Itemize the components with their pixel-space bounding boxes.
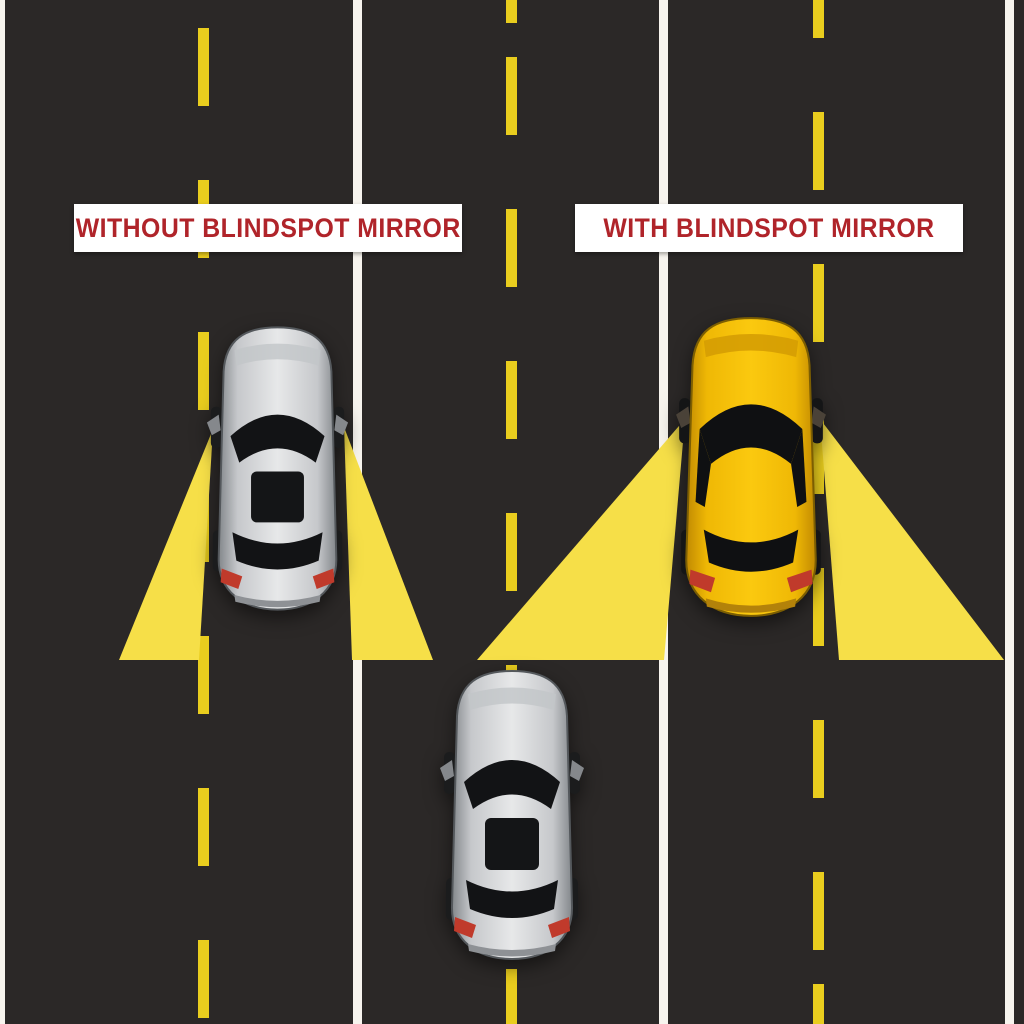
banner-without-label: WITHOUT BLINDSPOT MIRROR: [75, 212, 461, 243]
car-approaching-center-lane: [437, 665, 587, 967]
narrow-mirror-cone-left-outer: [119, 429, 213, 660]
lane-dash-yellow-3: [813, 0, 824, 1024]
wide-mirror-cone-right-inner: [477, 419, 685, 660]
wide-mirror-cone-right-outer: [820, 419, 1004, 660]
car-with-blindspot-mirror: [674, 314, 828, 622]
lane-line-white-right-edge: [1005, 0, 1014, 1024]
silver-car-top-view-icon: [440, 671, 584, 959]
banner-without-blindspot-mirror: WITHOUT BLINDSPOT MIRROR: [74, 204, 462, 252]
lane-line-white-left-edge: [0, 0, 5, 1024]
narrow-mirror-cone-left-inner: [344, 427, 433, 660]
car-without-blindspot-mirror: [204, 321, 351, 618]
yellow-car-top-view-icon: [676, 318, 826, 616]
banner-with-blindspot-mirror: WITH BLINDSPOT MIRROR: [575, 204, 963, 252]
banner-with-label: WITH BLINDSPOT MIRROR: [603, 212, 935, 243]
lane-dash-yellow-2: [506, 0, 517, 1024]
silver-car-top-view-icon: [207, 327, 348, 609]
